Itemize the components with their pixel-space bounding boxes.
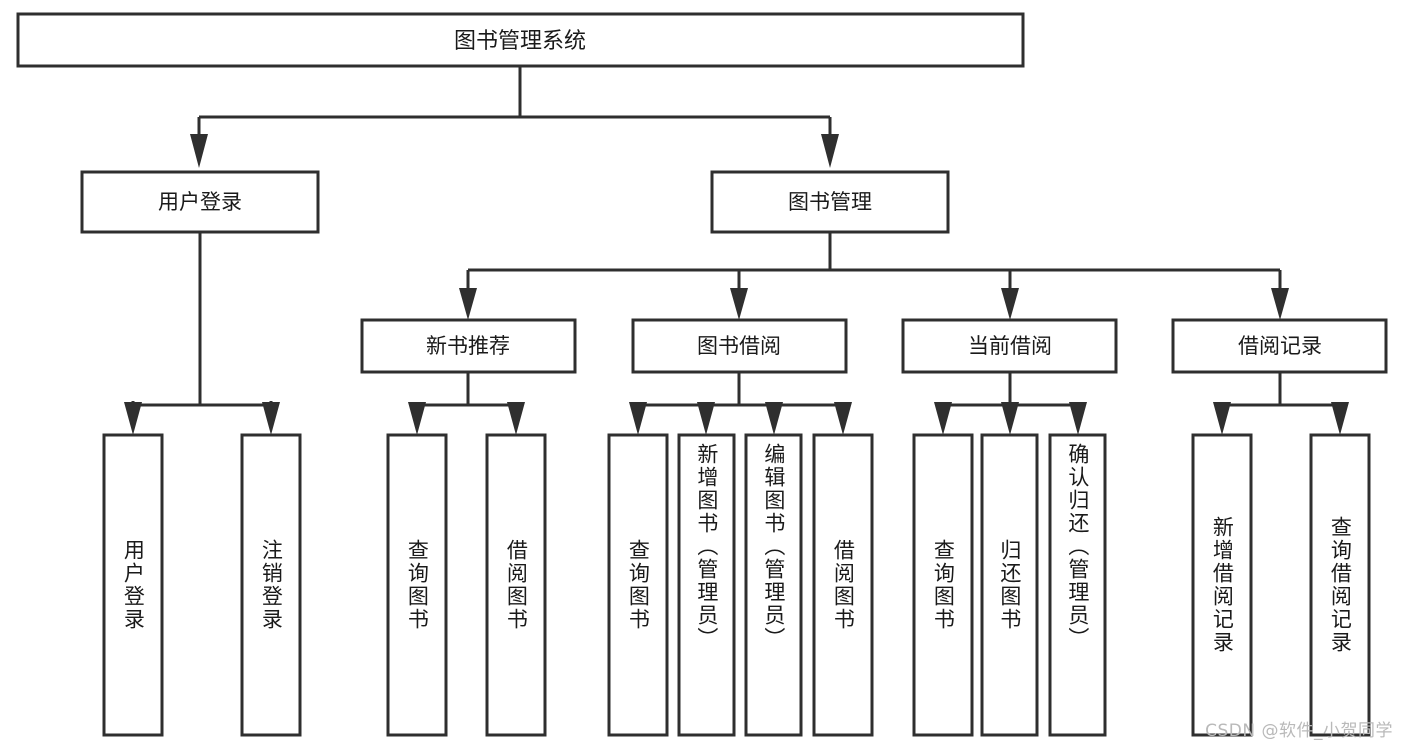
arrowhead-leaf-current-borrow-1: [934, 402, 952, 435]
arrowhead-leaf-book-borrow-2: [697, 402, 715, 435]
node-root-box[interactable]: [16, 12, 1025, 68]
arrowhead-to-user-login: [190, 134, 208, 168]
leaf-box-book-borrow-4[interactable]: [812, 433, 874, 737]
node-user-login[interactable]: 用户登录: [80, 170, 320, 234]
node-book-manage-label: 图书管理: [788, 190, 872, 214]
leaf-box-user-login-2[interactable]: [240, 433, 302, 737]
arrowhead-to-current-borrow: [1001, 288, 1019, 320]
node-borrow-record-box[interactable]: [1171, 318, 1388, 374]
arrowhead-to-borrow-record: [1271, 288, 1289, 320]
node-book-manage[interactable]: 图书管理: [710, 170, 950, 234]
arrowhead-to-new-book: [459, 288, 477, 320]
arrowhead-leaf-user-login-2: [262, 402, 280, 435]
node-book-manage-box[interactable]: [710, 170, 950, 234]
arrowhead-leaf-new-book-2: [507, 402, 525, 435]
arrowhead-to-book-manage: [821, 134, 839, 168]
node-new-book-recommend-box[interactable]: [360, 318, 577, 374]
node-new-book-recommend[interactable]: 新书推荐: [360, 318, 577, 374]
node-root-label: 图书管理系统: [454, 29, 586, 54]
leaf-box-borrow-record-1[interactable]: [1191, 433, 1253, 737]
arrowhead-leaf-borrow-record-1: [1213, 402, 1231, 435]
node-borrow-record-label: 借阅记录: [1238, 334, 1322, 358]
leaf-box-current-borrow-2[interactable]: [980, 433, 1039, 737]
leaf-box-book-borrow-3[interactable]: [744, 433, 803, 737]
arrowhead-leaf-new-book-1: [408, 402, 426, 435]
arrowhead-leaf-user-login-1: [124, 402, 142, 435]
node-book-borrow[interactable]: 图书借阅: [631, 318, 848, 374]
csdn-watermark: CSDN @软件_小贺同学: [1205, 721, 1393, 741]
leaf-box-borrow-record-2[interactable]: [1309, 433, 1371, 737]
node-book-borrow-box[interactable]: [631, 318, 848, 374]
node-new-book-recommend-label: 新书推荐: [426, 334, 510, 358]
arrowhead-leaf-book-borrow-1: [629, 402, 647, 435]
arrowhead-leaf-book-borrow-3: [765, 402, 783, 435]
node-current-borrow-box[interactable]: [901, 318, 1118, 374]
arrowhead-leaf-current-borrow-2: [1001, 402, 1019, 435]
leaf-box-user-login-1[interactable]: [102, 433, 164, 737]
leaf-box-current-borrow-1[interactable]: [912, 433, 974, 737]
arrowhead-leaf-book-borrow-4: [834, 402, 852, 435]
node-current-borrow-label: 当前借阅: [968, 334, 1052, 358]
leaf-box-book-borrow-2[interactable]: [677, 433, 736, 737]
leaf-box-book-borrow-1[interactable]: [607, 433, 669, 737]
leaf-box-new-book-1[interactable]: [386, 433, 448, 737]
leaf-box-new-book-2[interactable]: [485, 433, 547, 737]
node-book-borrow-label: 图书借阅: [697, 334, 781, 358]
node-borrow-record[interactable]: 借阅记录: [1171, 318, 1388, 374]
node-current-borrow[interactable]: 当前借阅: [901, 318, 1118, 374]
node-user-login-label: 用户登录: [158, 190, 242, 214]
arrowhead-leaf-current-borrow-3: [1069, 402, 1087, 435]
node-root[interactable]: 图书管理系统: [16, 12, 1025, 68]
arrowhead-leaf-borrow-record-2: [1331, 402, 1349, 435]
leaf-box-current-borrow-3[interactable]: [1048, 433, 1107, 737]
arrowhead-to-book-borrow: [730, 288, 748, 320]
